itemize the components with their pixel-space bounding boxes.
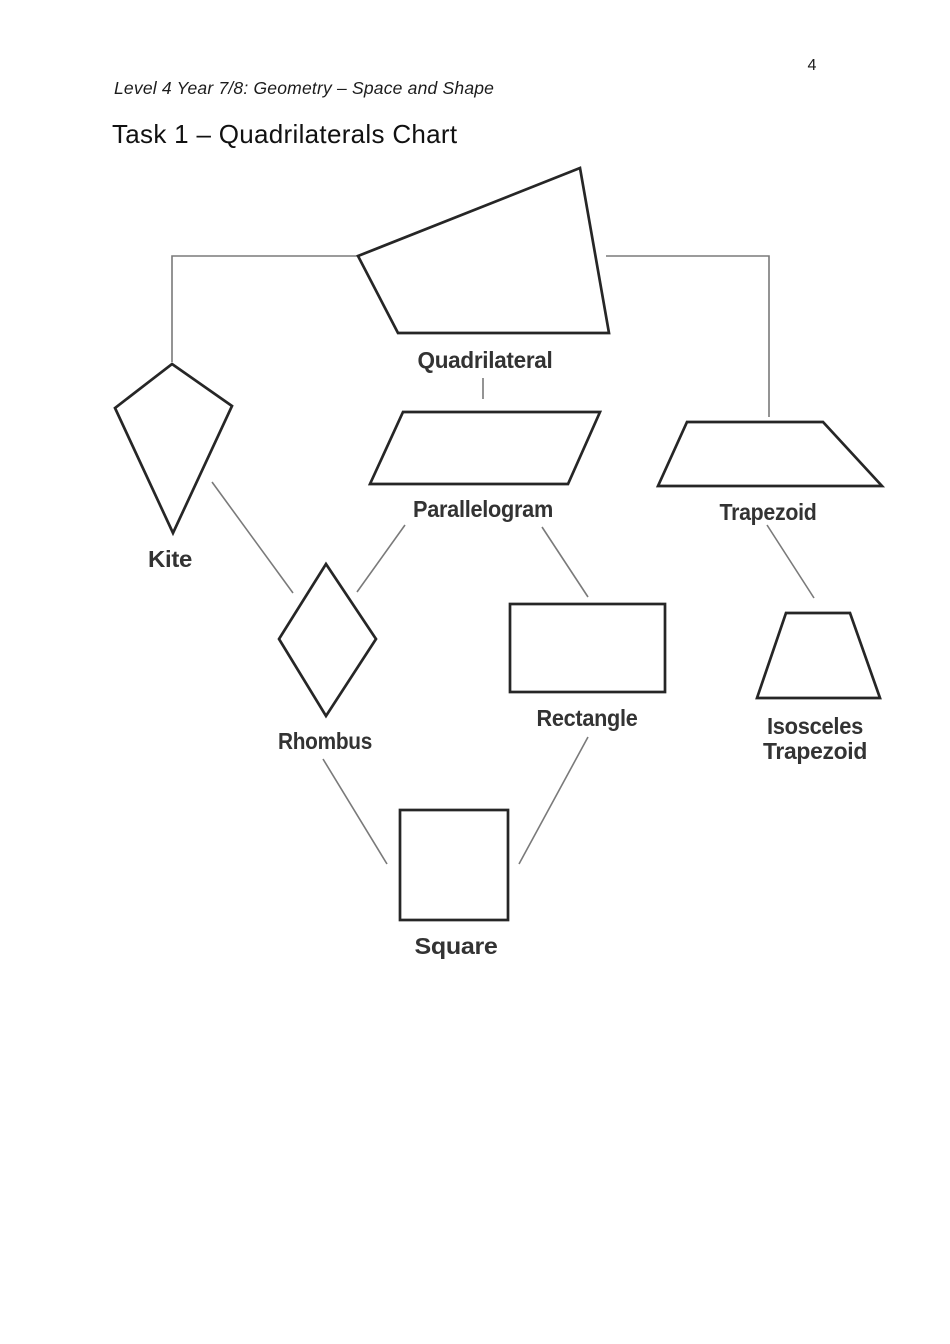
square-label: Square (415, 933, 498, 959)
quadrilateral-shape (356, 166, 611, 335)
kite-label: Kite (148, 546, 192, 572)
rectangle-label: Rectangle (537, 705, 638, 731)
quadrilateral-label: Quadrilateral (418, 347, 553, 373)
course-header: Level 4 Year 7/8: Geometry – Space and S… (114, 78, 495, 98)
parallelogram-label: Parallelogram (413, 496, 553, 522)
kite-shape (113, 362, 234, 537)
square-shape (398, 808, 510, 922)
trapezoid-shape (655, 420, 886, 488)
page-number: 4 (807, 57, 817, 74)
parallelogram-shape (367, 410, 603, 486)
isosceles-trapezoid-label-line1: Isosceles (767, 713, 863, 739)
connector-parallelogram-rhombus (356, 524, 406, 593)
connector-kite-rhombus (211, 481, 294, 594)
rhombus-shape (277, 561, 378, 719)
isosceles-trapezoid-label-line2: Trapezoid (763, 738, 867, 764)
connector-rhombus-square (322, 758, 388, 865)
trapezoid-label: Trapezoid (720, 499, 817, 525)
connector-quadrilateral-kite (171, 255, 358, 362)
isosceles-trapezoid-shape (755, 611, 882, 700)
connector-rectangle-square (518, 736, 589, 865)
connector-parallelogram-rectangle (541, 526, 589, 598)
rectangle-shape (508, 602, 667, 694)
page-title: Task 1 – Quadrilaterals Chart (112, 119, 458, 149)
rhombus-label: Rhombus (278, 728, 372, 754)
connector-trapezoid-isosceles (766, 524, 815, 599)
connector-quadrilateral-trapezoid (606, 255, 770, 417)
